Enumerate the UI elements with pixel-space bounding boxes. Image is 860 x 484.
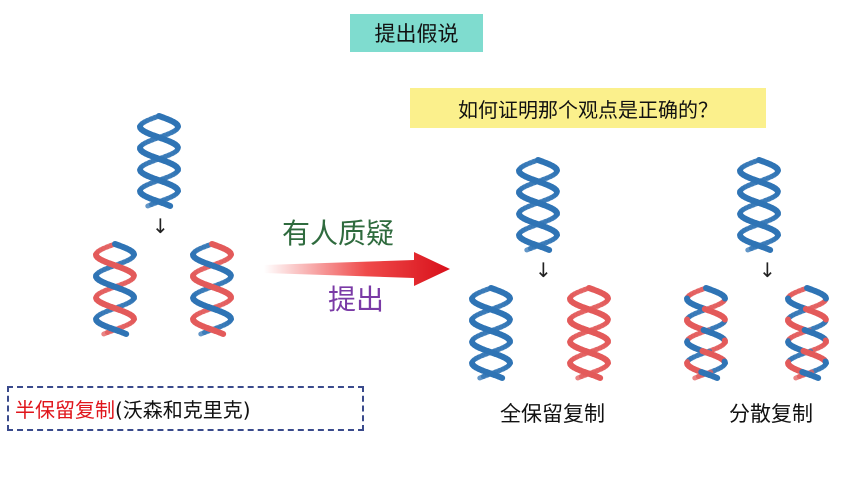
- down-arrow-semi: ↓: [152, 214, 169, 238]
- daughter-helix-dispersive-right: [785, 285, 829, 381]
- helix-strand-segment: [553, 187, 560, 195]
- helix-strand-segment: [145, 202, 154, 209]
- helix-strand-segment: [793, 374, 802, 381]
- propose-label: 提出: [328, 283, 385, 316]
- helix-strand-segment: [174, 143, 181, 151]
- helix-strand-segment: [692, 374, 701, 381]
- helix-strand-segment: [524, 246, 533, 253]
- helix-strand-segment: [604, 315, 611, 323]
- dna-helix-icon: [469, 285, 513, 381]
- daughter-helix-conservative-left: [469, 285, 513, 381]
- helix-strand-segment: [822, 315, 829, 323]
- helix-strand-segment: [604, 294, 611, 302]
- helix-strand-segment: [495, 373, 506, 381]
- daughter-helix-conservative-right: [567, 285, 611, 381]
- helix-strand-segment: [163, 201, 174, 209]
- helix-strand-segment: [506, 294, 513, 302]
- helix-strand-segment: [477, 374, 486, 381]
- helix-strand-segment: [227, 250, 234, 258]
- dna-helix-icon: [737, 157, 781, 253]
- dna-helix-icon: [684, 285, 728, 381]
- parent-helix-conservative: [516, 157, 560, 253]
- helix-strand-segment: [174, 122, 181, 130]
- dna-helix-icon: [137, 113, 181, 209]
- helix-strand-segment: [119, 329, 130, 337]
- helix-strand-segment: [774, 187, 781, 195]
- label-dispersive: 分散复制: [729, 402, 813, 426]
- helix-strand-segment: [198, 330, 207, 337]
- daughter-helix-semi-right: [190, 241, 234, 337]
- helix-strand-segment: [721, 315, 728, 323]
- label-conservative: 全保留复制: [500, 402, 605, 426]
- semi-conservative-name: 半保留复制: [15, 398, 115, 422]
- page-title: 提出假说: [350, 14, 483, 52]
- daughter-helix-dispersive-left: [684, 285, 728, 381]
- helix-strand-segment: [710, 373, 721, 381]
- helix-strand-segment: [721, 294, 728, 302]
- helix-strand-segment: [745, 246, 754, 253]
- helix-strand-segment: [506, 315, 513, 323]
- helix-strand-segment: [227, 271, 234, 279]
- helix-strand-segment: [553, 166, 560, 174]
- dna-helix-icon: [93, 241, 137, 337]
- down-arrow-conservative: ↓: [535, 258, 552, 282]
- question-banner: 如何证明那个观点是正确的？: [410, 88, 766, 128]
- helix-strand-segment: [575, 374, 584, 381]
- parent-helix-semi: [137, 113, 181, 209]
- helix-strand-segment: [774, 166, 781, 174]
- dna-helix-icon: [190, 241, 234, 337]
- dna-helix-icon: [567, 285, 611, 381]
- semi-conservative-box: 半保留复制 (沃森和克里克): [7, 386, 364, 431]
- helix-strand-segment: [763, 245, 774, 253]
- helix-strand-segment: [130, 250, 137, 258]
- doubt-label: 有人质疑: [282, 217, 395, 250]
- semi-conservative-authors: (沃森和克里克): [115, 398, 251, 422]
- helix-strand-segment: [822, 294, 829, 302]
- helix-strand-segment: [101, 330, 110, 337]
- helix-strand-segment: [216, 329, 227, 337]
- big-right-arrow-icon: [264, 252, 450, 286]
- helix-strand-segment: [811, 373, 822, 381]
- helix-strand-segment: [593, 373, 604, 381]
- down-arrow-dispersive: ↓: [759, 258, 776, 282]
- daughter-helix-semi-left: [93, 241, 137, 337]
- helix-strand-segment: [130, 271, 137, 279]
- helix-strand-segment: [542, 245, 553, 253]
- dna-helix-icon: [785, 285, 829, 381]
- dna-helix-icon: [516, 157, 560, 253]
- parent-helix-dispersive: [737, 157, 781, 253]
